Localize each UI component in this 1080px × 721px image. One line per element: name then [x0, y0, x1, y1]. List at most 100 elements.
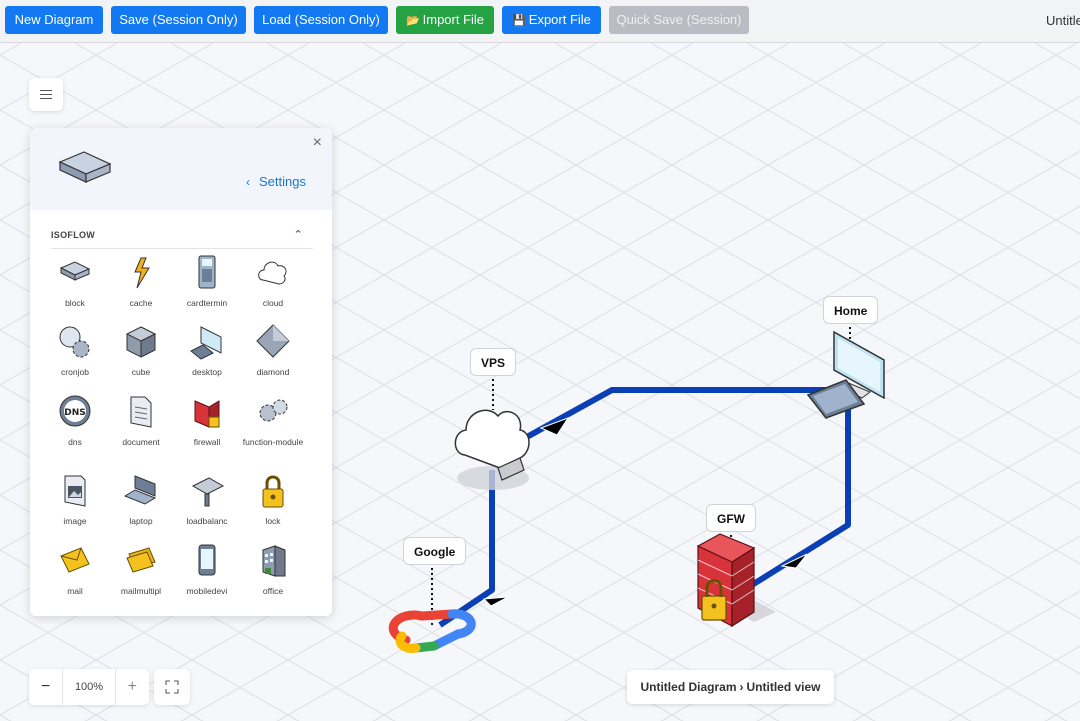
connector-home-vps [523, 387, 848, 441]
chevron-up-icon[interactable]: ⌃ [293, 229, 303, 241]
arrow-to-google [482, 596, 509, 607]
arrow-to-vps [539, 417, 570, 436]
block-preview-icon [58, 151, 112, 183]
function-module-icon [259, 399, 288, 422]
laptop-icon [123, 475, 157, 505]
save-session-button[interactable]: Save (Session Only) [111, 6, 246, 34]
palette-item-document[interactable]: document [108, 393, 174, 459]
quick-save-button[interactable]: Quick Save (Session) [609, 6, 749, 34]
palette-header: × ‹ Settings [30, 128, 332, 210]
section-title: ISOFLOW [51, 230, 96, 240]
cloud-icon [258, 261, 287, 285]
cronjob-icon [59, 326, 90, 358]
load-session-button[interactable]: Load (Session Only) [254, 6, 388, 34]
diagram-title: Untitle [1046, 13, 1080, 28]
palette-item-label: cloud [262, 298, 284, 308]
breadcrumb-separator: › [739, 680, 744, 694]
svg-text:DNS: DNS [64, 408, 86, 418]
cube-icon [125, 326, 157, 358]
folder-icon: 📂 [405, 15, 420, 27]
icon-palette-panel: × ‹ Settings ISOFLOW ⌃ block cache cardterm… [30, 128, 332, 616]
fullscreen-icon [165, 680, 179, 694]
palette-item-label: laptop [129, 516, 153, 526]
firewall-icon[interactable] [696, 533, 776, 628]
palette-item-label: desktop [192, 367, 222, 377]
palette-item-label: office [262, 586, 284, 596]
node-label-google[interactable]: Google [403, 537, 467, 565]
block-icon [59, 261, 91, 281]
mail-icon [60, 547, 90, 573]
view-breadcrumb[interactable]: Untitled Diagram›Untitled view [627, 670, 834, 704]
desktop-icon [190, 326, 222, 360]
palette-item-cache[interactable]: cache [108, 254, 174, 320]
main-menu-button[interactable] [29, 78, 63, 111]
palette-item-cronjob[interactable]: cronjob [42, 323, 108, 389]
section-header-isoflow[interactable]: ISOFLOW ⌃ [51, 229, 313, 249]
palette-item-label: image [63, 516, 87, 526]
desktop-icon[interactable] [806, 330, 885, 419]
node-label-gfw[interactable]: GFW [706, 504, 756, 532]
palette-item-function-module[interactable]: function-module [240, 393, 306, 459]
top-toolbar: New Diagram Save (Session Only) Load (Se… [0, 0, 1080, 43]
palette-item-mail[interactable]: mail [42, 542, 108, 608]
palette-item-label: document [122, 437, 160, 447]
palette-item-label: dns [68, 437, 82, 447]
cardterminal-icon [198, 255, 216, 289]
palette-item-label: firewall [193, 437, 221, 447]
node-label-home[interactable]: Home [823, 296, 879, 324]
fit-to-screen-button[interactable] [154, 669, 190, 705]
palette-item-label: lock [265, 516, 281, 526]
mobiledevice-icon [198, 544, 216, 576]
export-file-label: Export File [528, 12, 591, 27]
import-file-label: Import File [422, 12, 485, 27]
export-file-button[interactable]: 💾Export File [502, 6, 601, 34]
palette-item-label: cache [129, 298, 153, 308]
image-icon [64, 475, 86, 507]
palette-item-laptop[interactable]: laptop [108, 472, 174, 538]
cloud-icon[interactable] [454, 409, 530, 490]
palette-item-label: cronjob [61, 367, 89, 377]
chevron-left-icon: ‹ [246, 175, 251, 189]
dns-icon: DNS [59, 395, 91, 427]
palette-item-label: diamond [256, 367, 290, 377]
palette-item-desktop[interactable]: desktop [174, 323, 240, 389]
palette-item-label: block [65, 298, 85, 308]
close-icon[interactable]: × [312, 134, 322, 151]
palette-item-diamond[interactable]: diamond [240, 323, 306, 389]
breadcrumb-view: Untitled view [746, 680, 821, 694]
zoom-in-button[interactable]: + [127, 678, 137, 695]
diamond-icon [256, 324, 290, 358]
zoom-level: 100% [62, 669, 116, 705]
firewall-icon [194, 400, 220, 428]
google-cloud-logo[interactable] [388, 609, 476, 653]
lock-icon [262, 475, 284, 508]
hamburger-icon [40, 93, 52, 96]
office-icon [262, 545, 286, 577]
palette-item-label: mobiledevi [186, 586, 228, 596]
palette-item-image[interactable]: image [42, 472, 108, 538]
settings-link[interactable]: ‹ Settings [246, 174, 306, 189]
palette-item-mobiledevi[interactable]: mobiledevi [174, 542, 240, 608]
settings-label: Settings [259, 174, 306, 189]
node-label-vps[interactable]: VPS [470, 348, 517, 376]
loadbalancer-icon [191, 477, 225, 507]
zoom-out-button[interactable]: − [41, 678, 51, 695]
palette-item-cardtermin[interactable]: cardtermin [174, 254, 240, 320]
import-file-button[interactable]: 📂Import File [396, 6, 494, 34]
palette-item-mailmultipl[interactable]: mailmultipl [108, 542, 174, 608]
palette-item-lock[interactable]: lock [240, 472, 306, 538]
mailmultiple-icon [126, 547, 156, 573]
document-icon [130, 396, 152, 428]
palette-item-block[interactable]: block [42, 254, 108, 320]
palette-item-loadbalanc[interactable]: loadbalanc [174, 472, 240, 538]
connector-arrows [482, 417, 808, 607]
palette-item-office[interactable]: office [240, 542, 306, 608]
zoom-controls: − 100% + [29, 669, 149, 705]
palette-item-label: mail [67, 586, 83, 596]
new-diagram-button[interactable]: New Diagram [5, 6, 103, 34]
floppy-disk-icon: 💾 [512, 15, 526, 27]
palette-item-dns[interactable]: DNS dns [42, 393, 108, 459]
palette-item-cloud[interactable]: cloud [240, 254, 306, 320]
palette-item-firewall[interactable]: firewall [174, 393, 240, 459]
palette-item-cube[interactable]: cube [108, 323, 174, 389]
